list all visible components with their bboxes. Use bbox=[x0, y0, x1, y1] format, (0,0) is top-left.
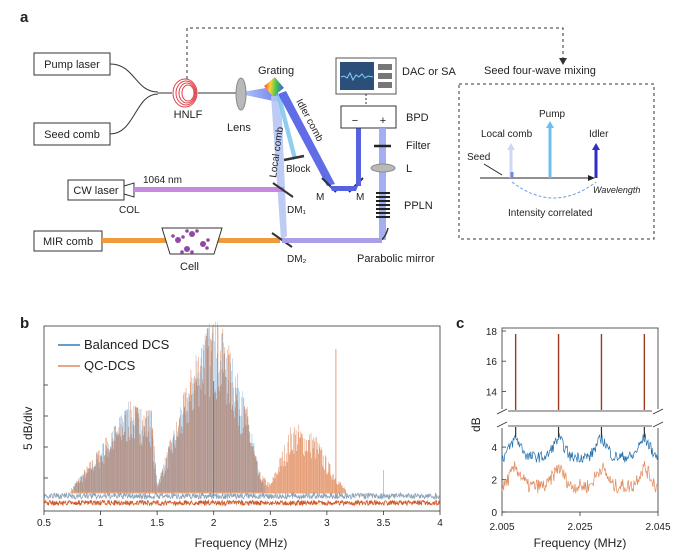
x-tick-label: 1 bbox=[98, 518, 104, 529]
combined-beam bbox=[282, 238, 382, 243]
seed-fwm-title: Seed four-wave mixing bbox=[484, 65, 596, 77]
panel-c-upper-frame bbox=[501, 327, 659, 412]
idler-to-bpd-beam bbox=[356, 122, 361, 186]
panel-b-plot bbox=[43, 321, 441, 507]
bpd-plus: + bbox=[380, 115, 386, 127]
legend-balanced-dcs: Balanced DCS bbox=[84, 337, 170, 352]
grating bbox=[264, 77, 284, 97]
seed-comb-label: Seed comb bbox=[44, 129, 100, 141]
inset-pump: Pump bbox=[539, 109, 566, 120]
feedback-dashed-line bbox=[186, 27, 564, 79]
bpd-label: BPD bbox=[406, 112, 429, 124]
panel-c: c 14 16 18 0 2 4 2.005 2.025 2.045 dB Frequency … bbox=[456, 315, 671, 550]
ppln-crystal bbox=[376, 192, 390, 218]
cw-laser-label: CW laser bbox=[73, 185, 119, 197]
x-tick-label: 2.045 bbox=[645, 522, 670, 533]
bpd-minus: − bbox=[352, 115, 358, 127]
panel-c-ticks: 14 16 18 0 2 4 2.005 2.025 2.045 bbox=[486, 327, 671, 533]
x-tick-label: 2.025 bbox=[567, 522, 592, 533]
panel-c-ylabel: dB bbox=[469, 417, 483, 432]
inset-local-comb: Local comb bbox=[481, 129, 533, 140]
molecules bbox=[171, 229, 210, 254]
hnlf-label: HNLF bbox=[174, 109, 203, 121]
x-tick-label: 1.5 bbox=[150, 518, 164, 529]
y-tick-label: 18 bbox=[486, 327, 498, 338]
x-tick-label: 3 bbox=[324, 518, 330, 529]
panel-b: b 0.5 1 1.5 2 2.5 3 3.5 4 5 dB/div Frequency (M… bbox=[20, 315, 443, 550]
panel-b-y-ticks bbox=[44, 384, 48, 479]
mirror-left-label: M bbox=[316, 192, 324, 203]
panel-a: a Pump laser Seed comb HNLF Lens Grating bbox=[20, 9, 655, 273]
mir-comb-label: MIR comb bbox=[43, 236, 93, 248]
pump-laser-label: Pump laser bbox=[44, 59, 100, 71]
panel-b-x-ticks: 0.5 1 1.5 2 2.5 3 3.5 4 bbox=[37, 511, 443, 529]
block bbox=[283, 154, 305, 162]
inset-idler: Idler bbox=[589, 129, 609, 140]
seed-fwm-inset bbox=[458, 83, 655, 240]
x-tick-label: 0.5 bbox=[37, 518, 51, 529]
bpd-box bbox=[340, 105, 397, 129]
panel-b-xlabel: Frequency (MHz) bbox=[195, 536, 288, 550]
dm2-label: DM₂ bbox=[287, 254, 307, 265]
balanced-dcs-comb-lines bbox=[74, 321, 265, 493]
panel-b-frame bbox=[43, 325, 441, 512]
y-tick-label: 2 bbox=[491, 476, 497, 487]
panel-c-label: c bbox=[456, 315, 464, 332]
block-label: Block bbox=[286, 164, 311, 175]
dac-sa-label: DAC or SA bbox=[402, 66, 456, 78]
y-tick-label: 14 bbox=[486, 387, 498, 398]
panel-c-plot bbox=[501, 334, 659, 494]
x-tick-label: 3.5 bbox=[376, 518, 390, 529]
dm1-label: DM₁ bbox=[287, 205, 307, 216]
qc-dcs-trace bbox=[501, 461, 659, 494]
qc-dcs-noise-floor bbox=[43, 498, 441, 507]
panel-a-label: a bbox=[20, 9, 29, 26]
grating-label: Grating bbox=[258, 65, 294, 77]
x-tick-label: 4 bbox=[437, 518, 443, 529]
legend-qc-dcs: QC-DCS bbox=[84, 358, 136, 373]
lens-l-label: L bbox=[406, 163, 412, 175]
wavelength-1064-label: 1064 nm bbox=[143, 175, 182, 186]
lens-label: Lens bbox=[227, 122, 251, 134]
balanced-dcs-trace bbox=[501, 432, 659, 464]
ppln-label: PPLN bbox=[404, 200, 433, 212]
x-tick-label: 2.005 bbox=[489, 522, 514, 533]
seed-fiber bbox=[109, 93, 159, 135]
mirror-right-label: M bbox=[356, 192, 364, 203]
inset-seed: Seed bbox=[467, 152, 490, 163]
inset-intensity-correlated: Intensity correlated bbox=[508, 208, 593, 219]
y-tick-label: 0 bbox=[491, 508, 497, 519]
local-comb-beam bbox=[271, 96, 287, 240]
cell-label: Cell bbox=[180, 261, 199, 273]
lens bbox=[235, 77, 247, 111]
col-label: COL bbox=[119, 205, 140, 216]
panel-c-xlabel: Frequency (MHz) bbox=[534, 536, 627, 550]
balanced-dcs-noise-floor bbox=[43, 491, 441, 501]
pump-fiber bbox=[109, 63, 159, 93]
x-tick-label: 2.5 bbox=[263, 518, 277, 529]
filter-label: Filter bbox=[406, 140, 431, 152]
panel-b-label: b bbox=[20, 315, 29, 332]
panel-c-lower-frame bbox=[501, 425, 659, 513]
lens-l bbox=[370, 163, 396, 173]
panel-b-ylabel: 5 dB/div bbox=[21, 407, 35, 450]
x-tick-label: 2 bbox=[211, 518, 217, 529]
inset-wavelength: Wavelength bbox=[593, 185, 640, 195]
hnlf-coil bbox=[172, 78, 198, 108]
y-tick-label: 16 bbox=[486, 357, 498, 368]
dm1 bbox=[272, 182, 294, 198]
y-tick-label: 4 bbox=[491, 443, 497, 454]
idler-comb-beam bbox=[278, 91, 335, 186]
parabolic-mirror-label: Parabolic mirror bbox=[357, 253, 435, 265]
cw-beam bbox=[134, 187, 284, 192]
